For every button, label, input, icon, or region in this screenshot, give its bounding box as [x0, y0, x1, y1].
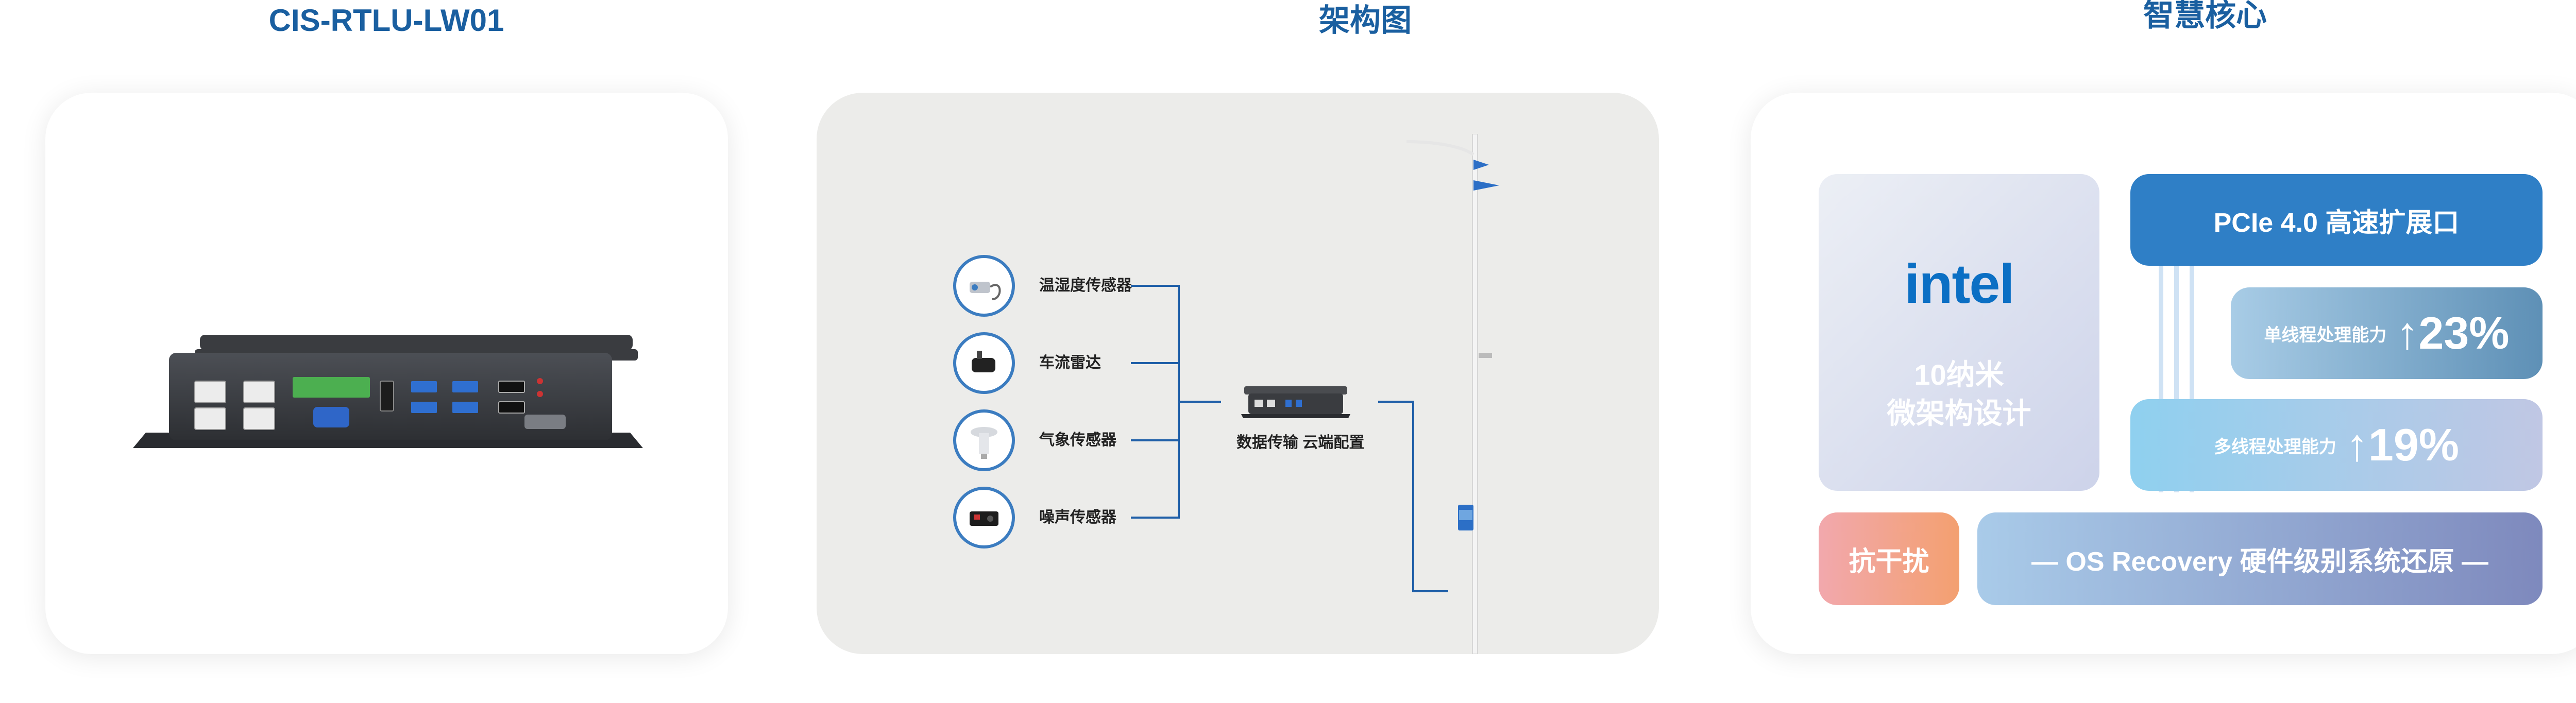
intel-box: intel 10纳米 微架构设计 — [1819, 174, 2099, 491]
architecture-card: 温湿度传感器 车流雷达 气象传感器 噪声传感器 数据传输 云端配置 — [817, 93, 1659, 654]
connector-strip — [2159, 266, 2163, 492]
anti-interference-label: 抗干扰 — [1849, 546, 1929, 577]
temperature-humidity-sensor-icon — [953, 255, 1015, 317]
connector-line — [1180, 401, 1221, 403]
connector-line — [1131, 439, 1180, 441]
connector-strip — [2190, 266, 2194, 492]
process-line2: 微架构设计 — [1887, 397, 2031, 430]
connector-strip — [2174, 266, 2179, 492]
single-thread-box: 单线程处理能力 ↑23% — [2231, 287, 2543, 379]
product-card — [45, 93, 728, 654]
intel-logo: intel — [1904, 252, 2014, 315]
noise-sensor-icon — [953, 487, 1015, 548]
connector-line — [1131, 285, 1180, 287]
pcie-label: PCIe 4.0 高速扩展口 — [2213, 208, 2460, 238]
architecture-title: 架构图 — [1319, 3, 1412, 38]
os-recovery-box: — OS Recovery 硬件级别系统还原 — — [1977, 512, 2543, 605]
connector-line — [1131, 517, 1180, 519]
connector-bus — [1178, 285, 1180, 519]
weather-sensor-icon — [953, 409, 1015, 471]
single-thread-value: ↑23% — [2396, 307, 2510, 358]
gateway-device-icon — [1241, 386, 1350, 418]
os-recovery-label: — OS Recovery 硬件级别系统还原 — — [2031, 546, 2489, 577]
multi-thread-box: 多线程处理能力 ↑19% — [2130, 399, 2543, 491]
traffic-radar-icon — [953, 332, 1015, 394]
product-title: CIS-RTLU-LW01 — [268, 3, 504, 38]
sensor-label: 温湿度传感器 — [1039, 277, 1132, 294]
multi-thread-value: ↑19% — [2345, 419, 2460, 470]
connector-line — [1412, 401, 1414, 592]
connector-line — [1378, 401, 1414, 403]
smart-pole-icon — [1406, 134, 1499, 654]
sensor-label: 气象传感器 — [1039, 432, 1116, 449]
core-card: intel 10纳米 微架构设计 PCIe 4.0 高速扩展口 单线程处理能力 … — [1751, 93, 2576, 654]
connector-line — [1412, 590, 1448, 592]
sensor-label: 车流雷达 — [1039, 354, 1101, 371]
connector-line — [1131, 362, 1180, 364]
anti-interference-box: 抗干扰 — [1819, 512, 1959, 605]
gateway-label: 数据传输 云端配置 — [1236, 434, 1365, 451]
core-title: 智慧核心 — [2143, 0, 2267, 32]
device-image — [133, 335, 643, 448]
sensor-label: 噪声传感器 — [1039, 509, 1116, 526]
multi-thread-label: 多线程处理能力 — [2213, 437, 2336, 457]
pcie-box: PCIe 4.0 高速扩展口 — [2130, 174, 2543, 266]
process-line1: 10纳米 — [1914, 358, 2004, 391]
single-thread-label: 单线程处理能力 — [2264, 325, 2387, 345]
